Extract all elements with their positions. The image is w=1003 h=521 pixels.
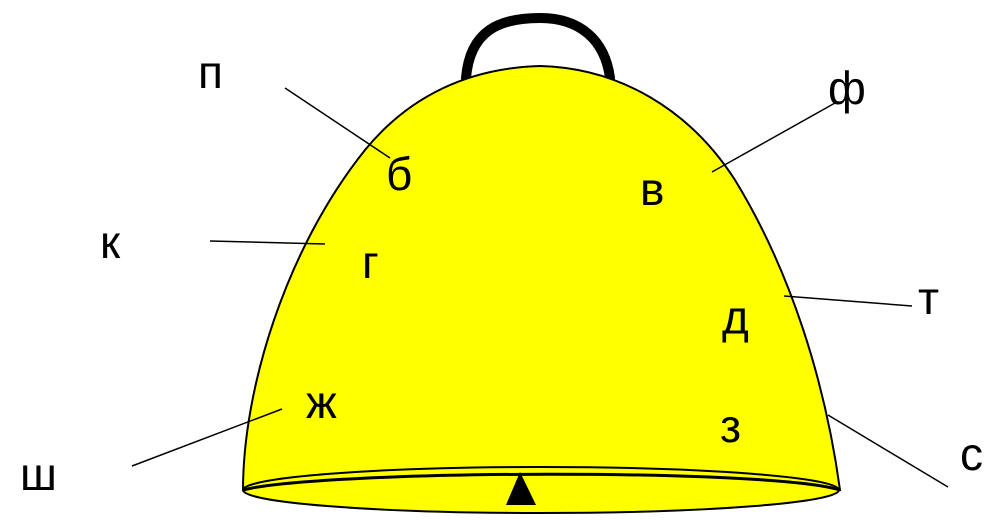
letter-s: с [960, 428, 983, 480]
letter-k: к [100, 216, 121, 268]
letter-g: г [362, 236, 379, 288]
letter-sh: ш [20, 448, 57, 500]
pointer-line-f [711, 102, 836, 173]
bell-rim-back-edge [242, 472, 841, 492]
letter-zh: ж [306, 376, 337, 428]
letter-b: б [386, 148, 412, 200]
bell-body [241, 64, 842, 491]
letter-t: т [918, 272, 939, 324]
letter-f: ф [828, 62, 866, 114]
letter-v: в [640, 163, 664, 215]
clapper-triangle [506, 472, 536, 505]
letter-p: п [198, 46, 223, 98]
pointer-line-s [827, 414, 949, 488]
pointer-line-p [284, 87, 391, 159]
letter-d: д [722, 291, 749, 343]
bell-handle [461, 12, 615, 83]
letter-z: з [720, 400, 741, 452]
pointer-line-sh [131, 408, 283, 467]
pointer-line-t [783, 295, 913, 307]
pointer-line-k [209, 240, 326, 245]
